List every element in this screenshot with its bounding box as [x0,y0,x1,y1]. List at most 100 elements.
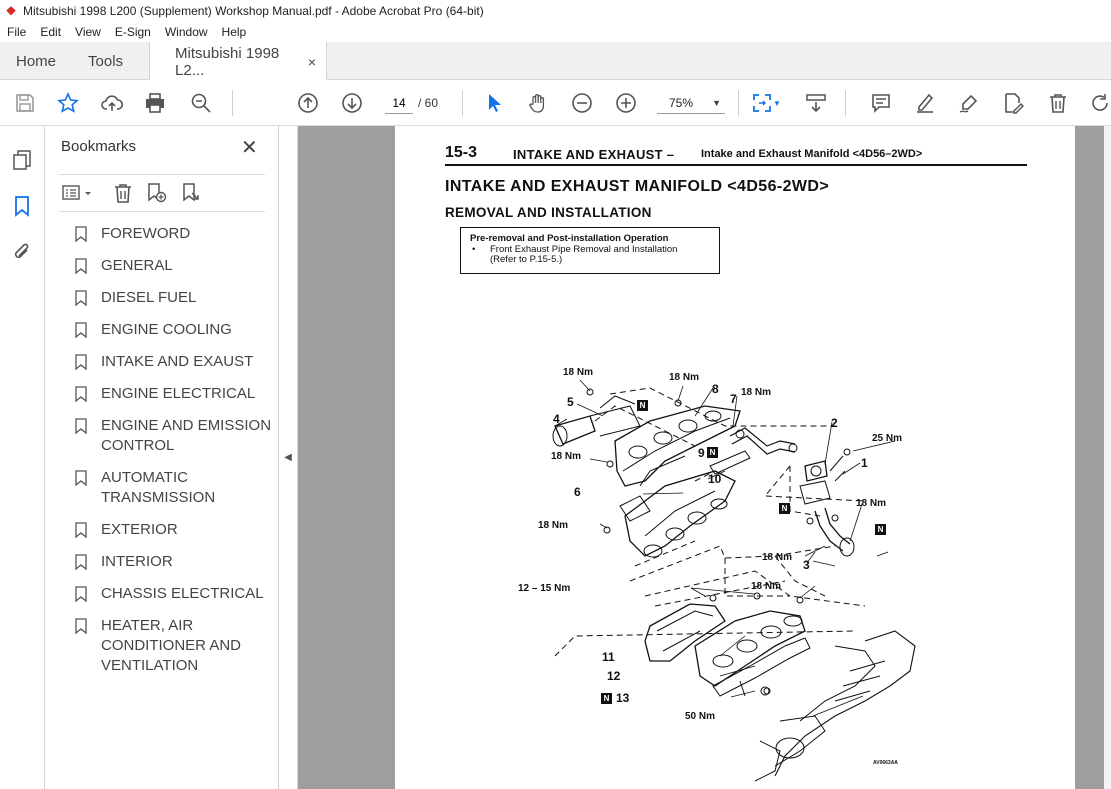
scroll-mode-icon[interactable] [804,91,828,115]
menu-edit[interactable]: Edit [40,25,62,39]
hand-tool-icon[interactable] [526,91,550,115]
pdf-page: 15-3 INTAKE AND EXHAUST – Intake and Exh… [395,126,1075,789]
bookmark-automatic-transmission[interactable]: AUTOMATIC TRANSMISSION [75,468,275,508]
torque-label: 18 Nm [551,451,582,462]
part-number: 6 [574,485,581,499]
page-thumbnails-icon[interactable] [10,148,34,172]
torque-label: 50 Nm [685,711,716,722]
collapse-arrow-icon: ◀ [284,452,292,463]
bookmark-exterior[interactable]: EXTERIOR [75,520,275,540]
toolbar-divider [845,90,846,116]
torque-label: 18 Nm [741,387,772,398]
tab-document[interactable]: Mitsubishi 1998 L2... × [149,42,328,81]
bookmark-icon [75,522,87,538]
bookmark-label: ENGINE AND EMISSION CONTROL [101,417,272,454]
bookmark-diesel-fuel[interactable]: DIESEL FUEL [75,288,275,308]
page-total: / 60 [418,96,439,110]
tab-home[interactable]: Home [16,52,57,70]
select-cursor-icon[interactable] [482,91,506,115]
bookmark-intake-and-exaust[interactable]: INTAKE AND EXAUST [75,352,275,372]
new-bookmark-icon[interactable] [144,181,168,205]
highlight-pen-icon[interactable] [913,91,937,115]
fit-page-icon[interactable] [750,91,774,115]
bookmark-icon [75,386,87,402]
bookmarks-toolbar [59,174,265,212]
next-page-icon[interactable] [340,91,364,115]
part-number: 7 [730,392,737,406]
bookmark-general[interactable]: GENERAL [75,256,275,276]
manifold-exploded-diagram [552,379,916,782]
bookmark-icon [75,290,87,306]
subsection-title: Intake and Exhaust Manifold <4D56–2WD> [701,148,923,160]
expand-bookmark-icon[interactable] [179,181,203,205]
bookmark-label: EXTERIOR [101,521,178,538]
previous-page-icon[interactable] [296,91,320,115]
menu-window[interactable]: Window [164,25,208,39]
bookmark-foreword[interactable]: FOREWORD [75,224,275,244]
zoom-level-select[interactable]: 75% ▼ [657,92,725,114]
bookmark-label: ENGINE COOLING [101,321,232,338]
bookmark-engine-and-emission-control[interactable]: ENGINE AND EMISSION CONTROL [75,416,275,456]
part-number: 4 [553,412,560,426]
bookmark-label: FOREWORD [101,225,191,242]
tab-tools[interactable]: Tools [88,52,124,70]
menu-bar: File Edit View E-Sign Window Help [0,22,1111,42]
zoom-in-icon[interactable] [614,91,638,115]
part-number: 2 [831,416,838,430]
bookmark-engine-electrical[interactable]: ENGINE ELECTRICAL [75,384,275,404]
bookmark-icon [75,618,87,634]
torque-label: 18 Nm [751,581,782,592]
bookmark-icon [75,258,87,274]
delete-icon[interactable] [1046,91,1070,115]
part-number: 3 [803,558,810,572]
document-viewer[interactable]: 15-3 INTAKE AND EXHAUST – Intake and Exh… [298,126,1111,789]
bookmark-options-icon[interactable] [61,181,95,205]
zoom-out-icon[interactable] [570,91,594,115]
figure-code: AV0663AA [873,760,898,766]
bookmark-icon [75,586,87,602]
cloud-upload-icon[interactable] [100,91,124,115]
menu-esign[interactable]: E-Sign [114,25,151,39]
acrobat-icon: ❖ [5,4,17,18]
rotate-icon[interactable] [1088,91,1111,115]
bookmark-heater-air-conditioner[interactable]: HEATER, AIR CONDITIONER AND VENTILATION [75,616,275,676]
page-header: 15-3 INTAKE AND EXHAUST – Intake and Exh… [445,144,1027,166]
page-number-input[interactable] [385,92,413,114]
collapse-panel-handle[interactable]: ◀ [279,126,298,789]
non-reusable-badge: N [875,524,886,535]
chevron-down-icon: ▼ [712,97,721,108]
zoom-search-icon[interactable] [189,91,213,115]
non-reusable-badge: N [601,693,612,704]
section-title: INTAKE AND EXHAUST – [513,147,675,162]
menu-help[interactable]: Help [221,25,247,39]
close-tab-icon[interactable]: × [307,53,317,70]
bookmark-label: CHASSIS ELECTRICAL [101,585,264,602]
torque-label: 18 Nm [538,520,569,531]
sign-icon[interactable] [957,91,981,115]
toolbar-divider [738,90,739,116]
bookmark-label: GENERAL [101,257,173,274]
vertical-scrollbar[interactable] [1104,126,1111,789]
delete-bookmark-icon[interactable] [111,181,135,205]
bookmark-engine-cooling[interactable]: ENGINE COOLING [75,320,275,340]
print-icon[interactable] [143,91,167,115]
bookmark-label: ENGINE ELECTRICAL [101,385,256,402]
non-reusable-badge: N [779,503,790,514]
bookmark-interior[interactable]: INTERIOR [75,552,275,572]
bookmark-label: DIESEL FUEL [101,289,197,306]
close-panel-icon[interactable]: ✕ [241,137,258,159]
menu-file[interactable]: File [7,25,27,39]
bookmarks-panel-icon[interactable] [10,194,34,218]
bookmark-icon [75,322,87,338]
attachments-icon[interactable] [10,240,34,264]
bookmark-chassis-electrical[interactable]: CHASSIS ELECTRICAL [75,584,275,604]
toolbar-divider [462,90,463,116]
fit-page-dropdown-icon[interactable]: ▼ [773,98,781,108]
torque-label: 18 Nm [563,367,594,378]
comment-icon[interactable] [869,91,893,115]
save-icon[interactable] [13,91,37,115]
torque-label: 18 Nm [856,498,887,509]
edit-pdf-icon[interactable] [1001,91,1025,115]
star-icon[interactable] [56,91,80,115]
menu-view[interactable]: View [75,25,101,39]
